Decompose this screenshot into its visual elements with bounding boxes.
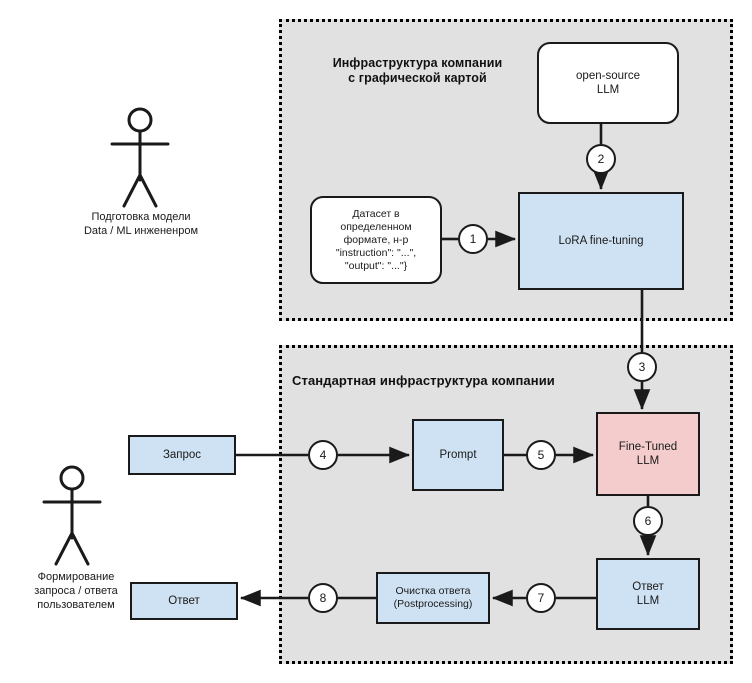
step-badge-4[interactable]: 4 bbox=[308, 440, 338, 470]
stick-figure-icon-user bbox=[42, 465, 102, 566]
node-lora-fine-tuning[interactable]: LoRA fine-tuning bbox=[518, 192, 684, 290]
node-request[interactable]: Запрос bbox=[128, 435, 236, 475]
actor-caption-user: Формирование запроса / ответа пользовате… bbox=[34, 571, 118, 611]
node-dataset[interactable]: Датасет в определенном формате, н-р "ins… bbox=[310, 196, 442, 284]
step-badge-5[interactable]: 5 bbox=[526, 440, 556, 470]
node-prompt[interactable]: Prompt bbox=[412, 419, 504, 491]
group-standard-title: Стандартная инфраструктура компании bbox=[292, 373, 555, 388]
stick-figure-icon-engineer bbox=[110, 107, 170, 208]
actor-caption-engineer: Подготовка модели Data / ML инжененром bbox=[83, 211, 199, 237]
step-badge-7[interactable]: 7 bbox=[526, 583, 556, 613]
group-training-title: Инфраструктура компании с графической ка… bbox=[332, 56, 503, 85]
node-answer-llm[interactable]: Ответ LLM bbox=[596, 558, 700, 630]
node-fine-tuned-llm[interactable]: Fine-Tuned LLM bbox=[596, 412, 700, 496]
step-badge-6[interactable]: 6 bbox=[633, 506, 663, 536]
step-badge-8[interactable]: 8 bbox=[308, 583, 338, 613]
node-open-source-llm[interactable]: open-source LLM bbox=[537, 42, 679, 124]
node-postprocessing[interactable]: Очистка ответа (Postprocessing) bbox=[376, 572, 490, 624]
step-badge-1[interactable]: 1 bbox=[458, 224, 488, 254]
node-answer[interactable]: Ответ bbox=[130, 582, 238, 620]
step-badge-3[interactable]: 3 bbox=[627, 352, 657, 382]
step-badge-2[interactable]: 2 bbox=[586, 144, 616, 174]
